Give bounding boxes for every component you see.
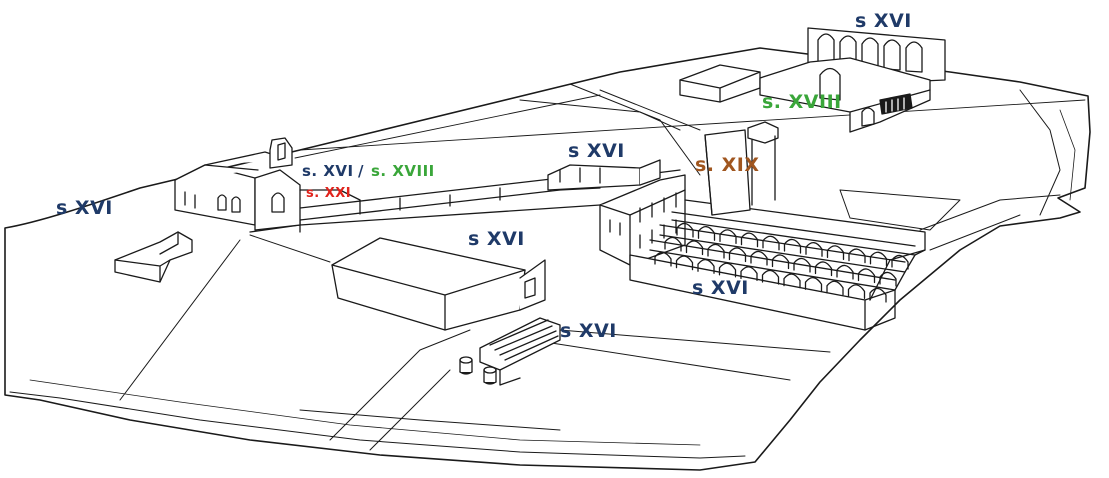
arch [805,242,823,257]
gallery-arches [654,222,909,303]
label-arcades-s16: s XVI [692,277,749,299]
arch [762,235,780,251]
arch [728,247,747,263]
arch [891,254,909,270]
arcaded-galleries [629,199,926,331]
label-tower-s16: s. XVI [302,162,354,180]
l-shaped-ruin [114,231,193,283]
arch [761,269,780,285]
arch [697,226,716,241]
arch [869,251,888,267]
arch [740,266,758,282]
arch [771,254,790,270]
arch [857,268,876,284]
rear-small-buildings [547,159,661,191]
label-right-cloister-s18: s. XVIII [762,91,842,113]
arch [847,284,866,300]
arch [836,264,854,280]
label-chimney-s19: s. XIX [695,154,760,176]
ramp-structure [459,317,561,386]
arch [783,273,801,289]
arch [814,261,833,277]
label-top-right-s16: s XVI [855,10,912,32]
label-tower-s21: s. XXI [306,186,352,201]
arch [793,257,811,273]
label-far-left-s16: s XVI [56,197,113,219]
arch [654,251,672,267]
arch [750,250,768,266]
chapel-with-belltower [174,137,361,231]
site-outline [4,47,1091,471]
arch [685,240,704,256]
label-bottom-yard-s16: s XVI [560,320,617,342]
label-center-shed-s16: s XVI [468,228,525,250]
roads-and-paths [299,83,1061,451]
arch [675,255,694,271]
arch [740,232,759,248]
label-mid-wall-s16: s XVI [568,140,625,162]
arch [697,259,715,274]
central-shed [331,237,546,331]
arch [879,271,897,287]
arch [718,262,737,278]
arch [848,248,866,264]
arch [719,229,737,245]
arch [826,280,844,296]
flat-roof-block [679,64,761,103]
chimney-tower [704,121,779,216]
arch [664,236,682,252]
arch [707,243,725,259]
label-tower-s18: s. XVIII [371,162,435,180]
label-tower-separator: / [358,162,364,180]
arch [826,245,845,261]
arch [783,238,802,254]
cloister [759,27,946,133]
arch [869,287,887,303]
arch [676,222,694,238]
arch [804,277,823,292]
